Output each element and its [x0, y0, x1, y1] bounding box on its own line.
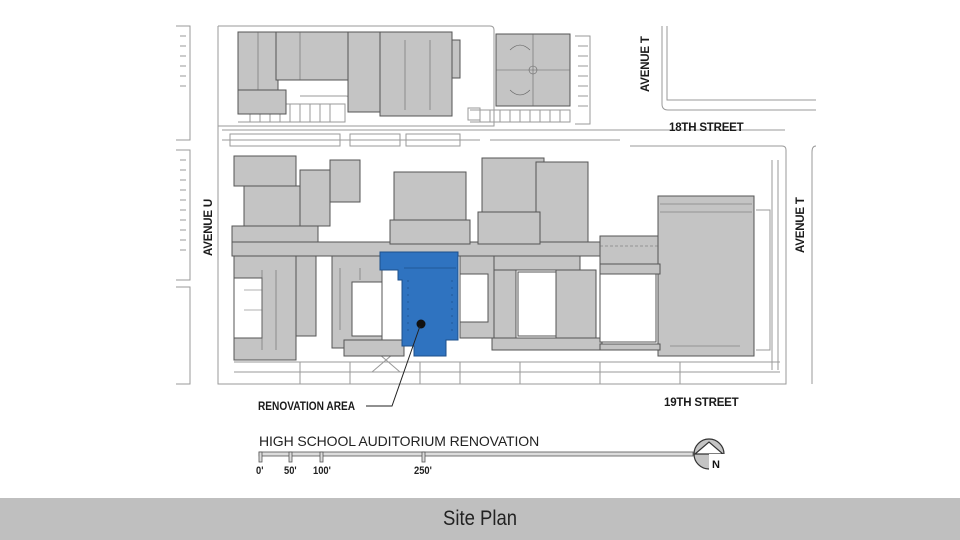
renovation-marker: [416, 319, 426, 329]
scale-tick-100: 100': [313, 465, 331, 477]
label-avenue-u: AVENUE U: [203, 199, 215, 256]
scale-bar: [258, 451, 694, 463]
renovation-area-label: RENOVATION AREA: [258, 401, 356, 413]
scale-tick-50: 50': [284, 465, 297, 477]
slide-title: Site Plan: [443, 507, 517, 530]
label-19th-street: 19TH STREET: [664, 397, 739, 409]
label-avenue-t-east: AVENUE T: [795, 197, 807, 253]
label-18th-street: 18TH STREET: [669, 122, 744, 134]
scale-tick-250: 250': [414, 465, 432, 477]
north-label: N: [712, 459, 720, 471]
renovation-area-highlight: [379, 251, 459, 357]
callout-leader-line: [366, 325, 421, 407]
project-title: HIGH SCHOOL AUDITORIUM RENOVATION: [259, 433, 540, 449]
scale-tick-0: 0': [256, 465, 264, 477]
north-arrow-icon: [693, 438, 725, 470]
slide-footer-bar: Site Plan: [0, 498, 960, 540]
site-plan-drawing: [176, 25, 817, 470]
label-avenue-t-north: AVENUE T: [640, 36, 652, 92]
